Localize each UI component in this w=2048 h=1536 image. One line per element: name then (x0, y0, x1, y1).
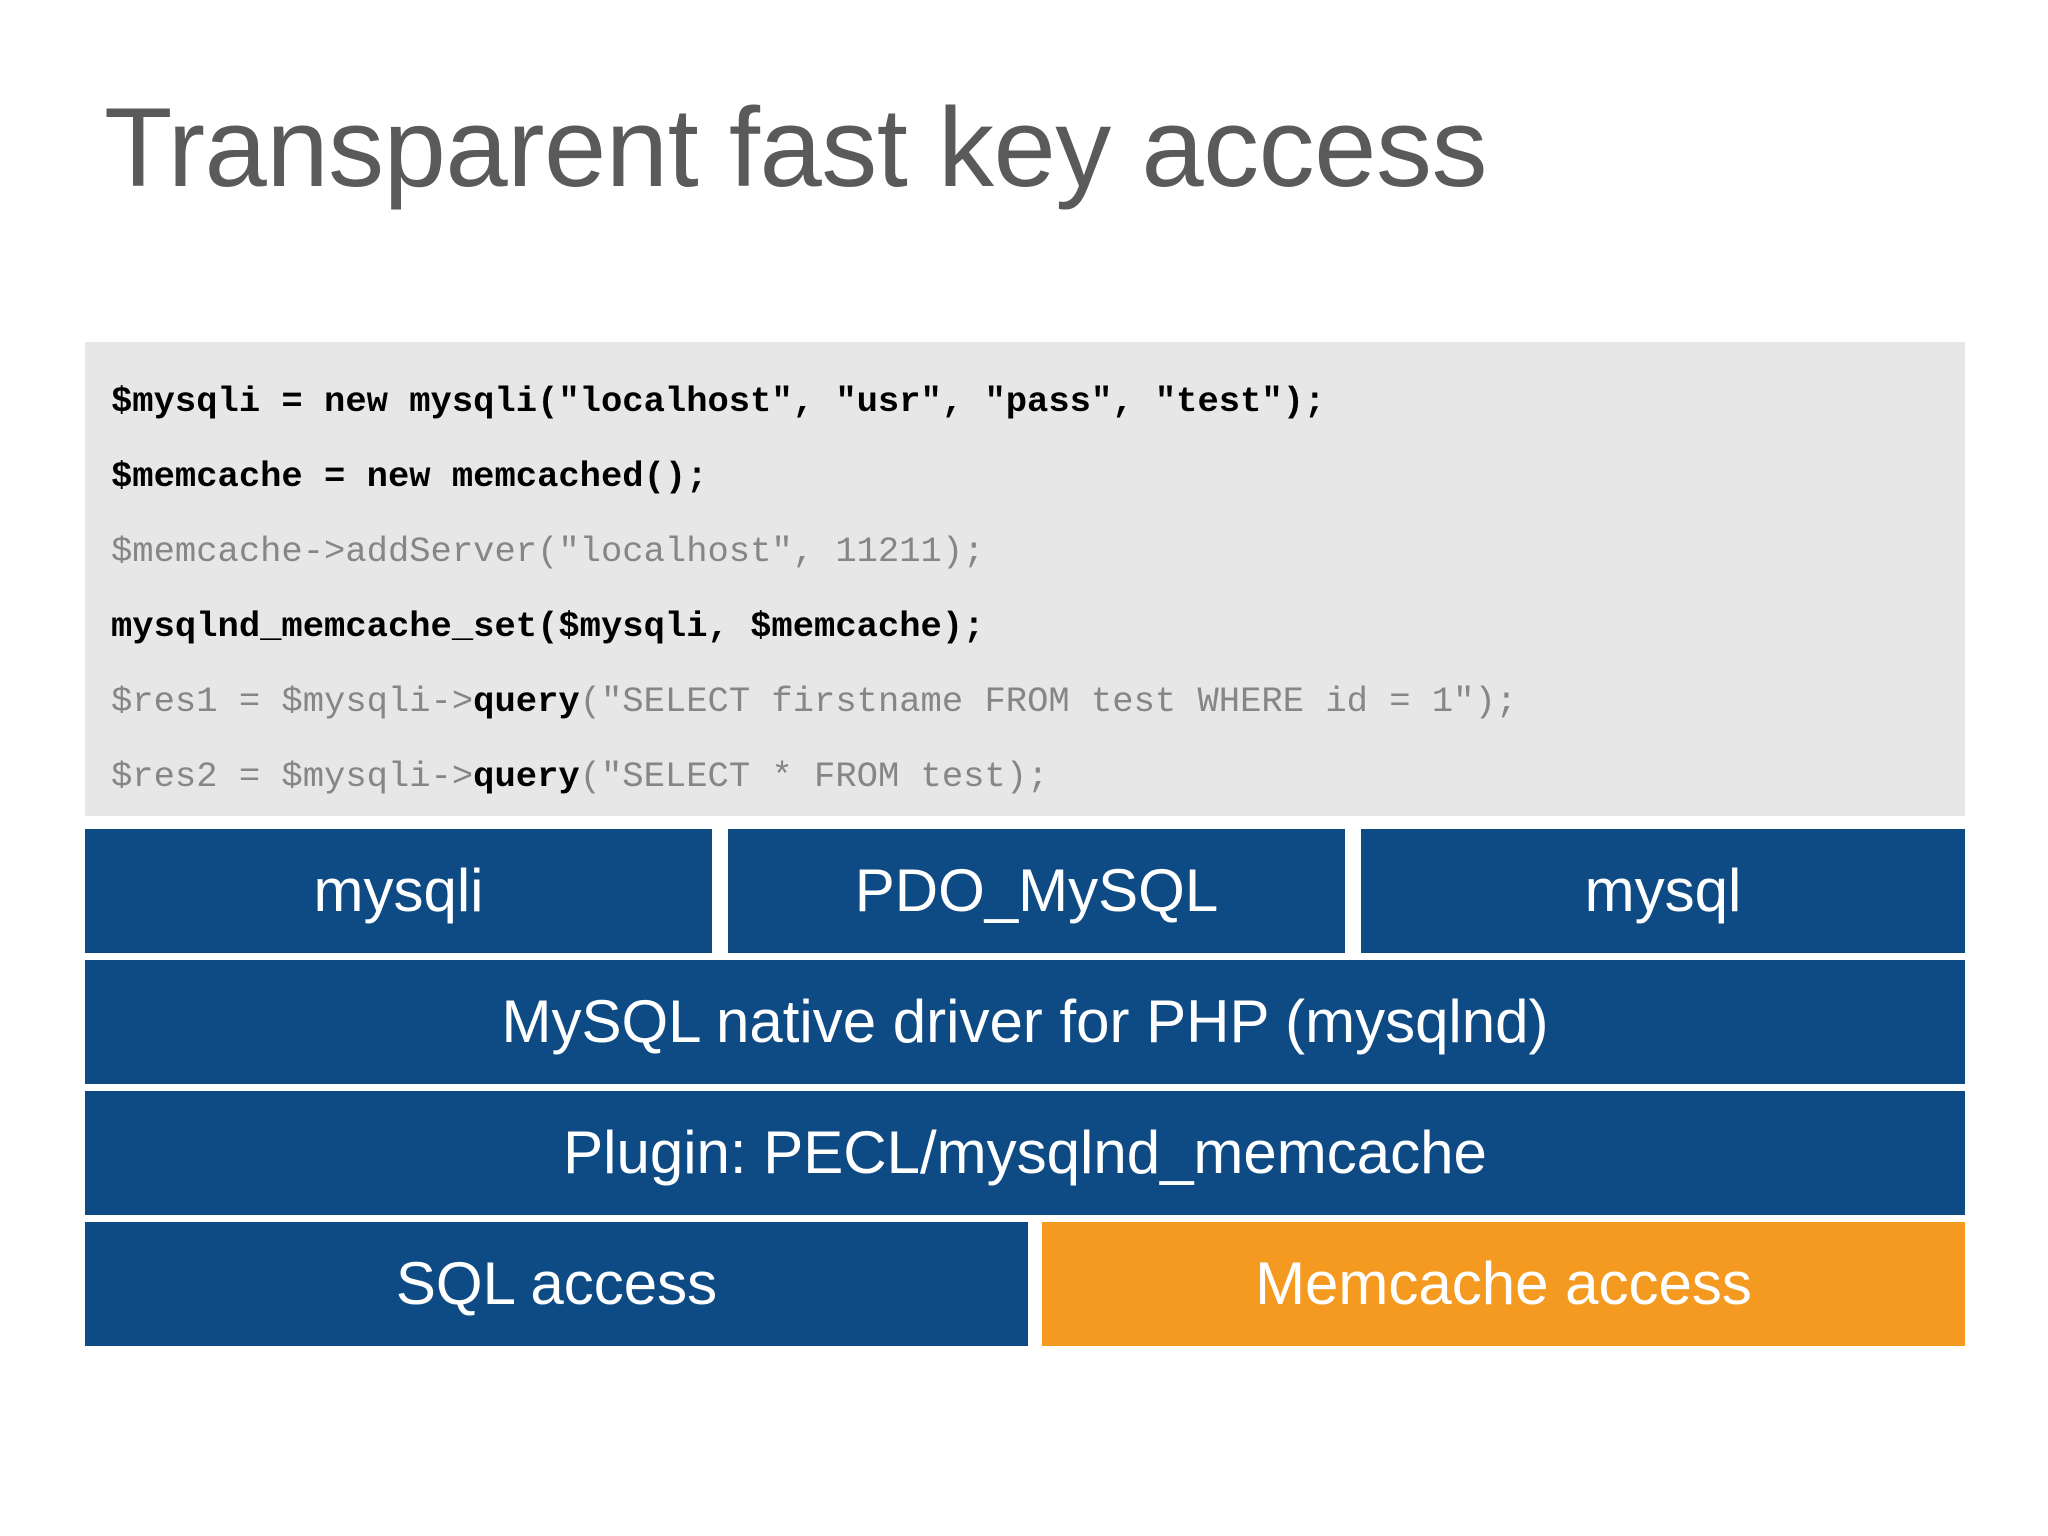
code-line-3: $memcache->addServer("localhost", 11211)… (111, 531, 985, 572)
code-line-6: $res2 = $mysqli->query("SELECT * FROM te… (111, 739, 1939, 814)
stack-box-pdo-mysql: PDO_MySQL (728, 829, 1345, 953)
stack-box-plugin-memcache: Plugin: PECL/mysqlnd_memcache (85, 1091, 1965, 1215)
stack-box-mysql: mysql (1361, 829, 1965, 953)
code-block: $mysqli = new mysqli("localhost", "usr",… (85, 342, 1965, 816)
code-line-2: $memcache = new memcached(); (111, 456, 708, 497)
code-line-5-suffix: ("SELECT firstname FROM test WHERE id = … (579, 681, 1518, 722)
stack-box-sql-access: SQL access (85, 1222, 1028, 1346)
code-line-5-keyword: query (473, 681, 580, 722)
code-line-1: $mysqli = new mysqli("localhost", "usr",… (111, 381, 1326, 422)
stack-row-access: SQL access Memcache access (85, 1222, 1965, 1346)
code-line-6-prefix: $res2 = $mysqli-> (111, 756, 474, 797)
stack-box-memcache-access: Memcache access (1042, 1222, 1965, 1346)
stack-row-plugin: Plugin: PECL/mysqlnd_memcache (85, 1091, 1965, 1215)
code-line-6-suffix: ("SELECT * FROM test); (579, 756, 1049, 797)
stack-gap (1028, 1222, 1042, 1346)
code-line-6-keyword: query (473, 756, 580, 797)
page-title: Transparent fast key access (104, 85, 1487, 210)
code-line-4: mysqlnd_memcache_set($mysqli, $memcache)… (111, 606, 985, 647)
code-line-5: $res1 = $mysqli->query("SELECT firstname… (111, 664, 1939, 739)
stack-box-mysqlnd: MySQL native driver for PHP (mysqlnd) (85, 960, 1965, 1084)
stack-box-mysqli: mysqli (85, 829, 712, 953)
stack-row-driver: MySQL native driver for PHP (mysqlnd) (85, 960, 1965, 1084)
stack-gap (712, 829, 728, 953)
stack-row-extensions: mysqli PDO_MySQL mysql (85, 829, 1965, 953)
architecture-stack: mysqli PDO_MySQL mysql MySQL native driv… (85, 829, 1965, 1346)
stack-gap (1345, 829, 1361, 953)
code-line-5-prefix: $res1 = $mysqli-> (111, 681, 474, 722)
